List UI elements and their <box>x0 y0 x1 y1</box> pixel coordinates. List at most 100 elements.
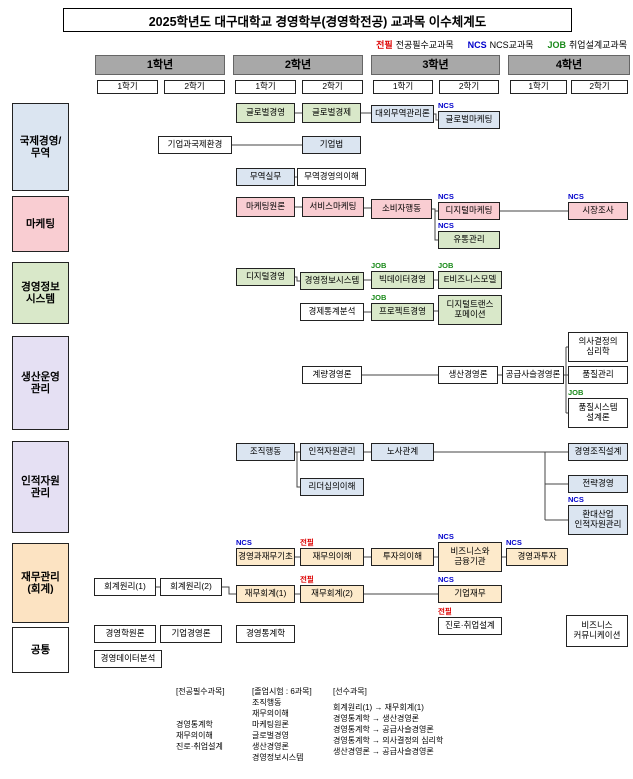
course-box: 진로·취업설계 <box>438 617 502 635</box>
legend-tag: NCS <box>467 39 487 50</box>
course-box: E비즈니스모델 <box>438 271 502 289</box>
semester-header: 1학기 <box>235 80 296 94</box>
course-box: 투자의이해 <box>371 548 434 566</box>
course-box: 글로벌경영 <box>236 103 295 123</box>
course-tag: NCS <box>568 495 584 504</box>
page-title: 2025학년도 대구대학교 경영학부(경영학전공) 교과목 이수체계도 <box>63 8 572 32</box>
semester-header: 1학기 <box>97 80 158 94</box>
footnote-item: 생산경영론 → 공급사슬경영론 <box>333 747 434 756</box>
footnote-item: 경영정보시스템 <box>252 753 304 762</box>
year-header: 2학년 <box>233 55 363 75</box>
course-box: 전략경영 <box>568 475 628 493</box>
semester-header: 2학기 <box>571 80 628 94</box>
course-box: 유통관리 <box>438 231 500 249</box>
semester-header: 2학기 <box>302 80 363 94</box>
course-box: 조직행동 <box>236 443 295 461</box>
footnote-item: 글로벌경영 <box>252 731 289 740</box>
course-box: 계량경영론 <box>302 366 362 384</box>
course-box: 기업재무 <box>438 585 502 603</box>
legend-label: NCS교과목 <box>489 40 534 50</box>
course-box: 마케팅원론 <box>236 197 295 217</box>
semester-header: 2학기 <box>439 80 499 94</box>
course-box: 무역실무 <box>236 168 295 186</box>
course-box: 회계원리(1) <box>94 578 156 596</box>
course-tag: NCS <box>438 192 454 201</box>
course-tag: JOB <box>371 261 387 270</box>
course-box: 비즈니스와 금융기관 <box>438 542 502 572</box>
year-header: 4학년 <box>508 55 630 75</box>
course-tag: 전필 <box>300 538 314 547</box>
course-box: 경영조직설계 <box>568 443 628 461</box>
footnote-item: 재무의이해 <box>176 731 213 740</box>
footnote-item: 조직행동 <box>252 698 282 707</box>
course-box: 디지털경영 <box>236 268 295 286</box>
course-box: 품질시스템 설계론 <box>568 398 628 428</box>
course-box: 디지털마케팅 <box>438 202 500 220</box>
course-box: 경영과재무기초 <box>236 548 295 566</box>
course-tag: 전필 <box>300 575 314 584</box>
semester-header: 2학기 <box>164 80 225 94</box>
course-box: 리더십의이해 <box>300 478 364 496</box>
legend-tag: 전필 <box>376 40 393 50</box>
footnote-item: 생산경영론 <box>252 742 289 751</box>
category-box: 경영정보 시스템 <box>12 262 69 324</box>
category-box: 생산운영 관리 <box>12 336 69 430</box>
footnote-item: 경영통계학 → 공급사슬경영론 <box>333 725 434 734</box>
course-box: 회계원리(2) <box>160 578 222 596</box>
course-box: 재무회계(2) <box>300 585 364 603</box>
category-box: 재무관리 (회계) <box>12 543 69 623</box>
course-box: 디지털트랜스 포메이션 <box>438 295 502 325</box>
course-box: 시장조사 <box>568 202 628 220</box>
course-tag: NCS <box>236 538 252 547</box>
footnote-item: 마케팅원론 <box>252 720 289 729</box>
course-tag: NCS <box>438 575 454 584</box>
course-box: 경영정보시스템 <box>300 272 364 290</box>
footnote-header: [졸업시험 : 6과목] <box>252 687 312 696</box>
footnote-header: [선수과목] <box>333 687 367 696</box>
course-box: 생산경영론 <box>438 366 498 384</box>
course-box: 공급사슬경영론 <box>502 366 564 384</box>
course-box: 글로벌마케팅 <box>438 111 500 129</box>
footnote-item: 경영통계학 → 생산경영론 <box>333 714 420 723</box>
course-box: 무역경영의이해 <box>297 168 366 186</box>
course-box: 재무의이해 <box>300 548 364 566</box>
course-box: 경제통계분석 <box>300 303 364 321</box>
course-tag: NCS <box>506 538 522 547</box>
course-tag: NCS <box>568 192 584 201</box>
course-box: 재무회계(1) <box>236 585 295 603</box>
semester-header: 1학기 <box>510 80 567 94</box>
category-box: 마케팅 <box>12 196 69 252</box>
course-box: 기업경영론 <box>160 625 222 643</box>
course-box: 기업과국제환경 <box>158 136 232 154</box>
footnote-item: 경영통계학 → 의사결정의 심리학 <box>333 736 444 745</box>
footnote-item: 경영통계학 <box>176 720 213 729</box>
course-box: 인적자원관리 <box>300 443 364 461</box>
course-box: 의사결정의 심리학 <box>568 332 628 362</box>
category-box: 공통 <box>12 627 69 673</box>
course-box: 기업법 <box>302 136 361 154</box>
course-box: 글로벌경제 <box>302 103 361 123</box>
category-box: 국제경영/ 무역 <box>12 103 69 191</box>
course-box: 경영데이터분석 <box>94 650 162 668</box>
semester-header: 1학기 <box>373 80 433 94</box>
footnote-header: [전공필수과목] <box>176 687 225 696</box>
course-tag: JOB <box>568 388 584 397</box>
footnote-item: 진로·취업설계 <box>176 742 223 751</box>
course-box: 경영학원론 <box>94 625 156 643</box>
course-tag: 전필 <box>438 607 452 616</box>
course-box: 품질관리 <box>568 366 628 384</box>
course-tag: NCS <box>438 101 454 110</box>
course-tag: NCS <box>438 221 454 230</box>
course-box: 프로젝트경영 <box>371 303 434 321</box>
course-tag: JOB <box>438 261 454 270</box>
category-box: 인적자원 관리 <box>12 441 69 533</box>
course-box: 경영통계학 <box>236 625 295 643</box>
